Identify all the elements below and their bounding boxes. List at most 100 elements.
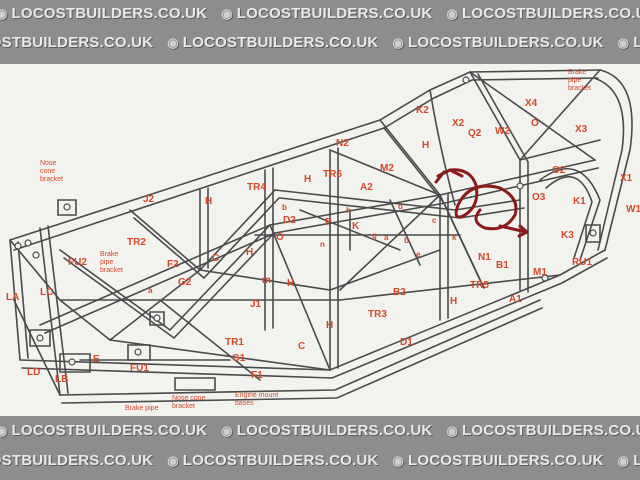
chassis-frame-drawing: K2X2X4X3Q2W2ON2HM2TR6A2O2O3K1X1W1J2TR4HH… [6,69,640,412]
watermark-row: LOCOSTBUILDERS.CO.UK LOCOSTBUILDERS.CO.UK… [0,5,640,22]
watermark-text: LOCOSTBUILDERS.CO.UK [0,34,153,51]
part-label: FU2 [68,257,87,268]
small-part-label: h [346,206,351,215]
mounting-holes [14,76,597,366]
part-label: H [450,296,457,307]
watermark-text: LOCOSTBUILDERS.CO.UK [618,34,640,51]
part-label: A2 [360,182,373,193]
watermark-band-top: LOCOSTBUILDERS.CO.UK LOCOSTBUILDERS.CO.UK… [0,0,640,64]
part-label: C [212,253,219,264]
annotation-note: Brake pipe [125,405,159,412]
part-label: X1 [620,173,633,184]
small-part-label: c [432,216,437,225]
part-label: LA [6,292,19,303]
small-part-label: b [404,236,409,245]
part-label: J1 [250,299,262,310]
watermark-text: LOCOSTBUILDERS.CO.UK [0,5,207,22]
part-label: TR2 [127,237,146,248]
watermark-text: LOCOSTBUILDERS.CO.UK [167,34,378,51]
part-label: H [287,278,294,289]
watermark-text: LOCOSTBUILDERS.CO.UK [446,5,640,22]
watermark-text: LOCOSTBUILDERS.CO.UK [0,452,153,469]
part-label: H [326,320,333,331]
annotation-note-line: Nose [40,160,56,167]
watermark-text: LOCOSTBUILDERS.CO.UK [221,5,432,22]
annotation-note-line: Brake pipe [125,405,159,412]
annotation-note-line: pipe [100,259,113,266]
part-label: TR1 [225,337,244,348]
part-label: K3 [561,230,574,241]
part-label: B2 [393,287,406,298]
part-label: H [304,174,311,185]
part-label: N1 [478,252,491,263]
part-label: P [325,217,332,228]
part-label: TR6 [323,169,342,180]
part-label: TR4 [247,182,266,193]
part-label: H [246,247,253,258]
small-part-label: n [320,240,325,249]
part-label: O [276,232,284,243]
watermark-row: LOCOSTBUILDERS.CO.UK LOCOSTBUILDERS.CO.UK… [0,34,640,51]
annotation-note-line: Brake [100,251,118,258]
part-label: X2 [452,118,465,129]
part-label: K [352,221,360,232]
part-label: F1 [251,370,263,381]
watermark-text: LOCOSTBUILDERS.CO.UK [446,422,640,439]
small-part-label: d [398,202,403,211]
part-label: G2 [178,277,192,288]
annotation-note-line: pipe [568,77,581,84]
part-label: K1 [573,196,586,207]
hand-drawn-annotation-mark [434,168,529,238]
annotation-note-line: bracket [100,267,123,274]
watermark-text: LOCOSTBUILDERS.CO.UK [221,422,432,439]
part-label: H [422,140,429,151]
annotation-note-line: bases [235,400,254,407]
part-label: K2 [416,105,429,116]
part-label: W2 [495,126,510,137]
small-part-label: b [282,203,287,212]
part-label: E [93,354,100,365]
part-label: FU1 [130,363,149,374]
watermark-text: LOCOSTBUILDERS.CO.UK [392,452,603,469]
small-part-label: e [416,250,421,259]
watermark-row: LOCOSTBUILDERS.CO.UK LOCOSTBUILDERS.CO.UK… [0,452,640,469]
part-label: C [298,341,305,352]
small-part-label: k [452,233,457,242]
part-label: X4 [525,98,538,109]
part-label: H [205,196,212,207]
annotation-note-line: Nose cone [172,395,206,402]
part-label: TR5 [470,280,489,291]
part-label: D1 [400,337,413,348]
spaceframe-tubes [9,69,633,404]
part-label: N2 [336,138,349,149]
part-label: A1 [509,294,522,305]
annotation-note-line: bracket [172,403,195,410]
watermark-text: LOCOSTBUILDERS.CO.UK [167,452,378,469]
watermark-band-bottom: LOCOSTBUILDERS.CO.UK LOCOSTBUILDERS.CO.UK… [0,416,640,480]
part-label: O [531,118,539,129]
watermark-text: LOCOSTBUILDERS.CO.UK [392,34,603,51]
small-part-label: a [148,286,153,295]
part-label: m [262,275,271,286]
small-part-label: g [372,231,377,240]
annotation-note-line: cone [40,168,55,175]
annotation-note-line: Engine mount [235,392,278,399]
annotation-note-line: bracket [40,176,63,183]
part-label: G1 [232,353,246,364]
annotation-note-line: Brake [568,69,586,76]
part-label: D2 [283,215,296,226]
part-label: M2 [380,163,394,174]
part-label: F2 [167,259,179,270]
small-part-label: a [384,233,389,242]
watermark-row: LOCOSTBUILDERS.CO.UK LOCOSTBUILDERS.CO.UK… [0,422,640,439]
part-label: Q2 [468,128,482,139]
part-label: O3 [532,192,546,203]
part-label: X3 [575,124,588,135]
